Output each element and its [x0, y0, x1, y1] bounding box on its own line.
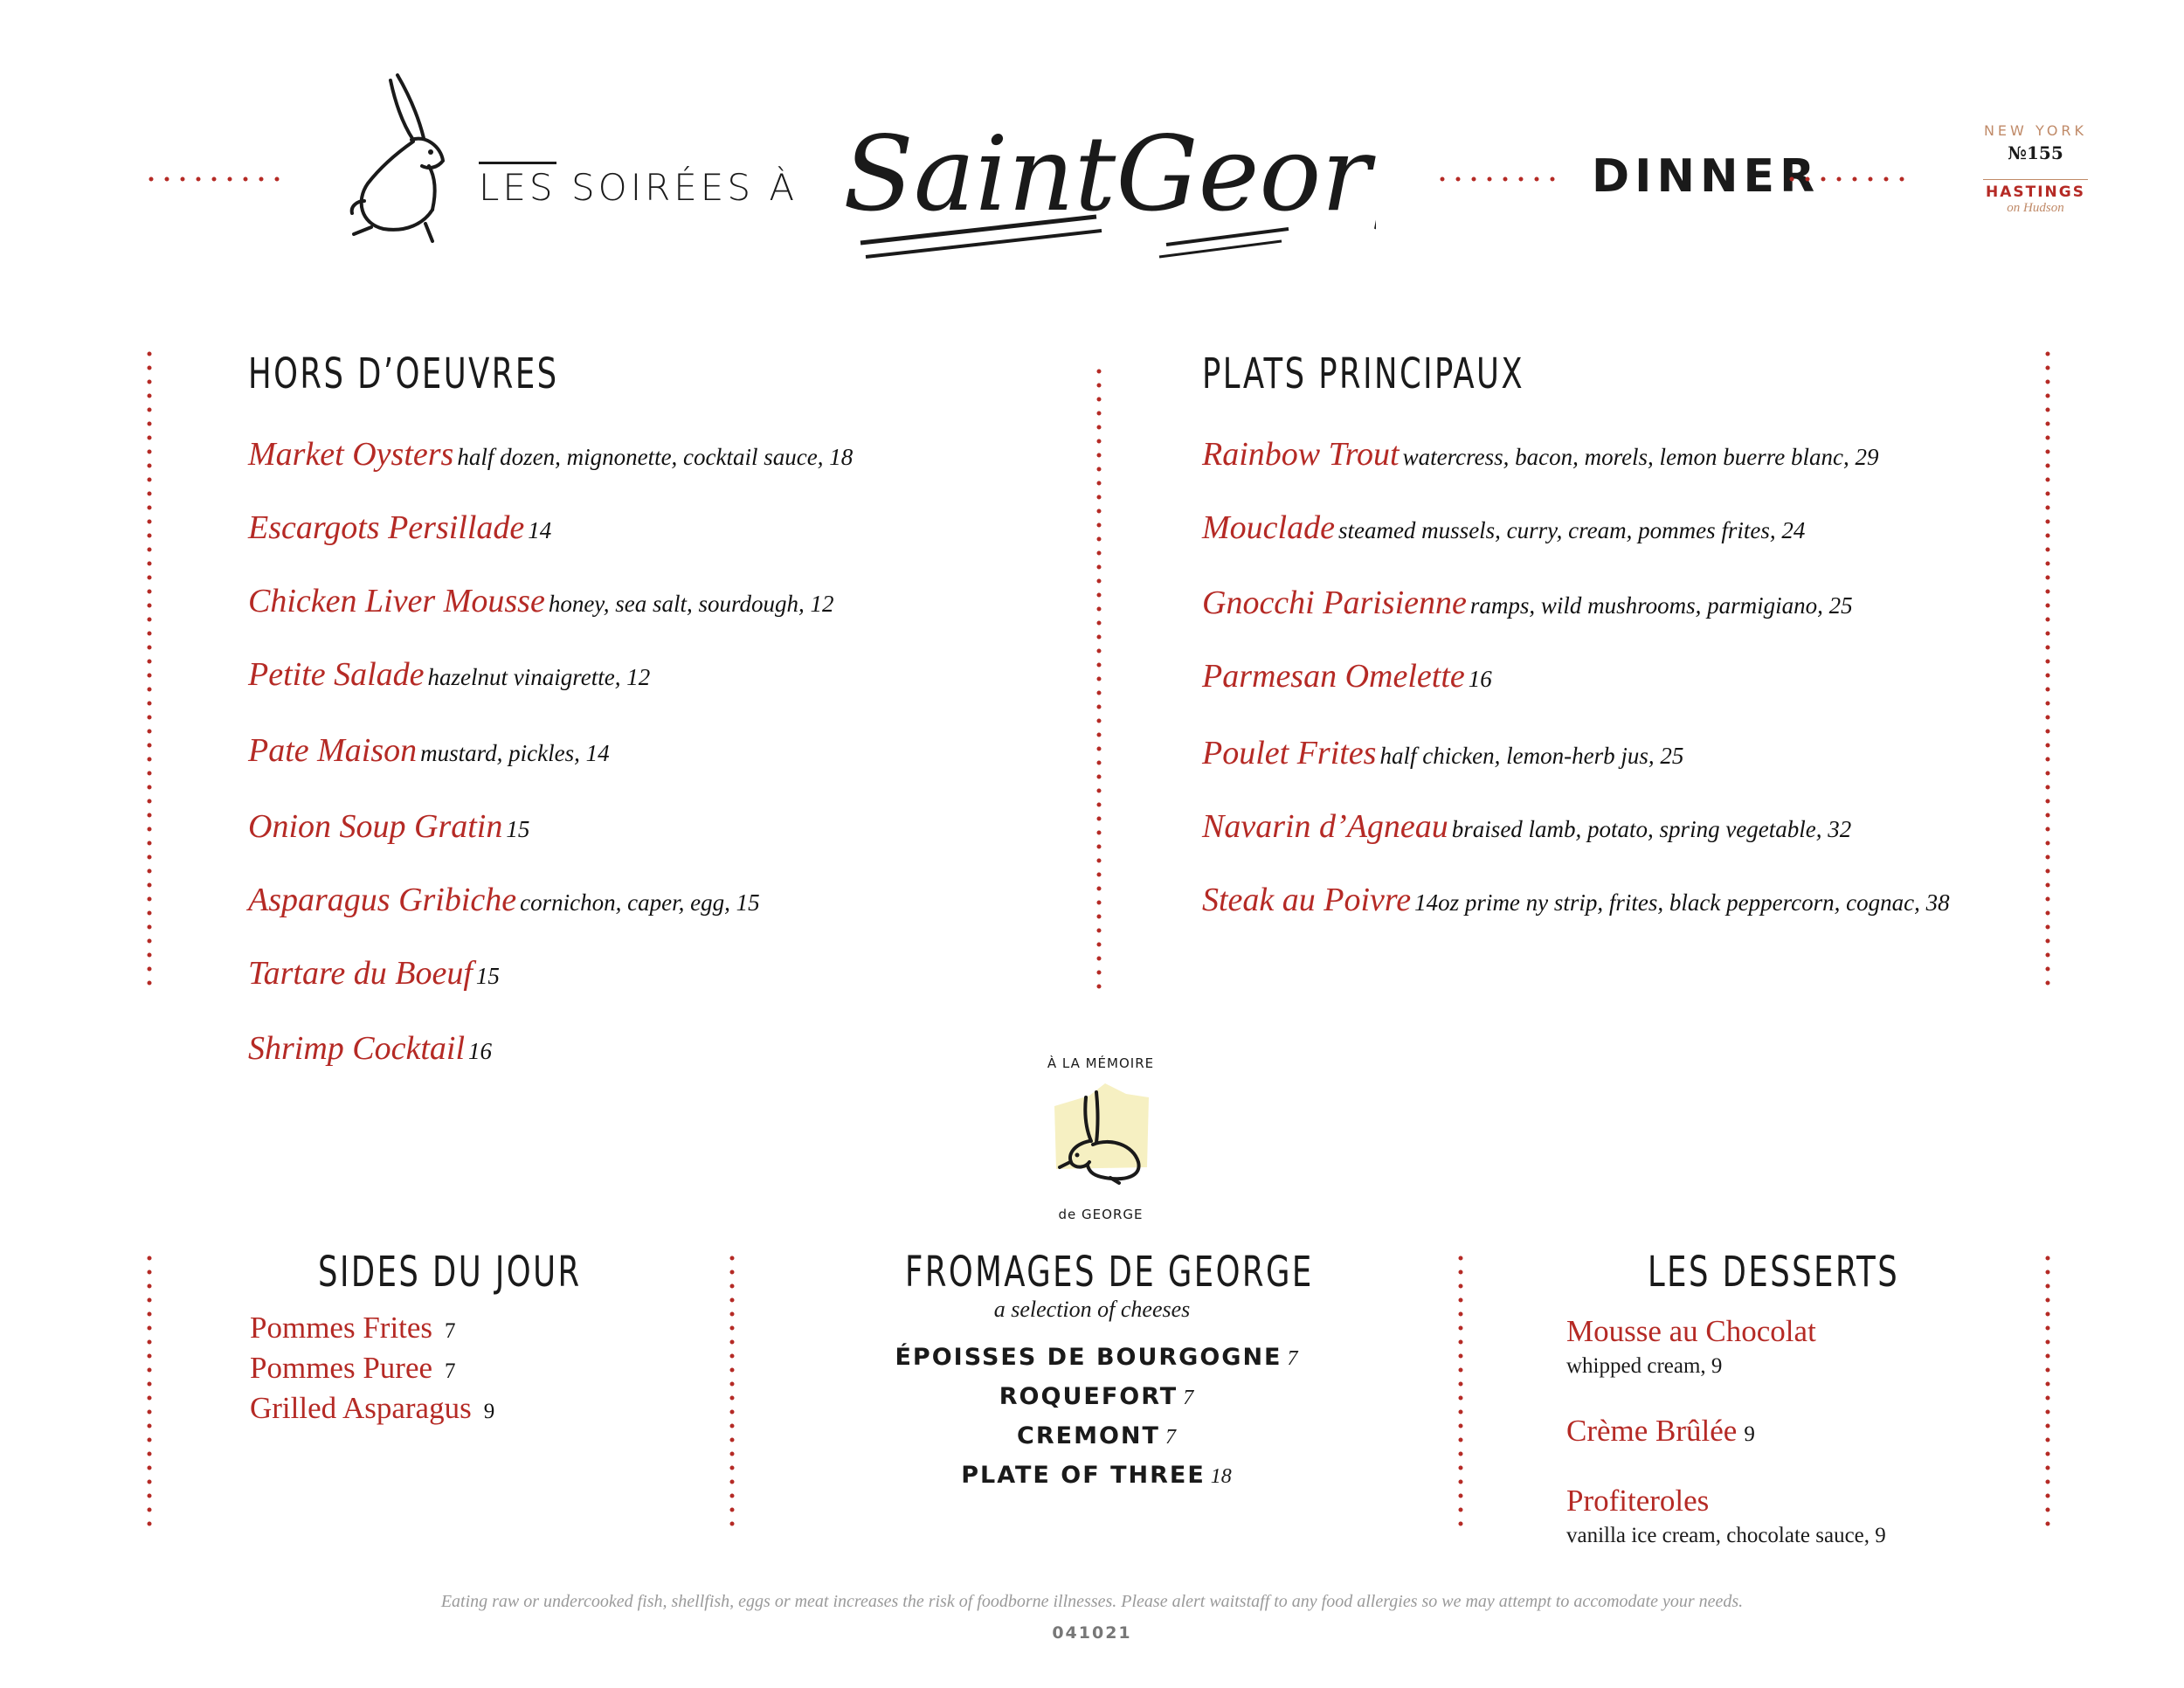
menu-item: Chicken Liver Mousse honey, sea salt, so…: [248, 583, 834, 619]
rabbit-logo-icon: [349, 73, 446, 243]
memorial-top-text: À LA MÉMOIRE: [1047, 1055, 1155, 1071]
address-stamp: NEW YORK №155 HASTINGS on Hudson: [1983, 122, 2088, 216]
soirees-tagline: LES SOIRÉES À: [479, 162, 798, 209]
dotted-rule-vertical: [2045, 351, 2050, 998]
memorial-rabbit-icon: [1054, 1083, 1149, 1185]
sides-title: SIDES DU JOUR: [318, 1248, 582, 1297]
dessert-description: whipped cream, 9: [1566, 1354, 1723, 1378]
menu-item: Escargots Persillade 14: [248, 509, 552, 546]
menu-item: Tartare du Boeuf 15: [248, 955, 500, 992]
dotted-rule-vertical: [147, 351, 152, 998]
stamp-number: №155: [2008, 142, 2063, 163]
plats-principaux-title: PLATS PRINCIPAUX: [1202, 349, 1525, 398]
brand-logo: SaintGeorge: [843, 114, 1376, 259]
menu-item: Asparagus Gribiche cornichon, caper, egg…: [248, 882, 760, 918]
brand-wordmark: SaintGeorge: [843, 114, 1376, 234]
memorial-bottom-text: de GEORGE: [1058, 1207, 1144, 1222]
header-dotted-rule-left: [149, 176, 293, 182]
dessert-description: vanilla ice cream, chocolate sauce, 9: [1566, 1524, 1886, 1547]
menu-item: Steak au Poivre 14oz prime ny strip, fri…: [1202, 882, 1950, 918]
stamp-city: NEW YORK: [1983, 122, 2088, 139]
header-dotted-rule-mid: [1440, 176, 1562, 182]
dessert-item: Mousse au Chocolat: [1566, 1314, 1816, 1348]
dessert-item: Profiteroles: [1566, 1484, 1710, 1518]
menu-item: Poulet Frites half chicken, lemon-herb j…: [1202, 735, 1684, 771]
menu-item: Gnocchi Parisienne ramps, wild mushrooms…: [1202, 585, 1853, 621]
dotted-rule-vertical: [1096, 369, 1102, 998]
menu-item: Shrimp Cocktail 16: [248, 1030, 493, 1067]
menu-item: Navarin d’Agneau braised lamb, potato, s…: [1202, 808, 1852, 845]
menu-item: Mouclade steamed mussels, curry, cream, …: [1202, 509, 1806, 546]
stamp-town: HASTINGS: [1983, 179, 2088, 201]
menu-item: Petite Salade hazelnut vinaigrette, 12: [248, 656, 651, 693]
menu-version-code: 041021: [1052, 1623, 1132, 1643]
menu-item: Parmesan Omelette 16: [1202, 658, 1492, 695]
stamp-suffix: on Hudson: [2007, 201, 2064, 215]
allergy-disclaimer: Eating raw or undercooked fish, shellfis…: [440, 1592, 1744, 1611]
fromages-title: FROMAGES DE GEORGE: [905, 1248, 1314, 1297]
menu-item: Pate Maison mustard, pickles, 14: [248, 732, 610, 769]
header-dotted-rule-right: [1789, 176, 1911, 182]
menu-item: Market Oysters half dozen, mignonette, c…: [248, 436, 854, 473]
memorial-badge: À LA MÉMOIRE de GEORGE: [1035, 1055, 1166, 1222]
hors-doeuvres-title: HORS D’OEUVRES: [248, 349, 559, 398]
meal-title: DINNER: [1592, 150, 1821, 203]
fromages-subtitle: a selection of cheeses: [993, 1297, 1191, 1322]
menu-item: Onion Soup Gratin 15: [248, 808, 530, 845]
desserts-title: LES DESSERTS: [1648, 1248, 1900, 1297]
menu-item: Rainbow Trout watercress, bacon, morels,…: [1202, 436, 1879, 473]
